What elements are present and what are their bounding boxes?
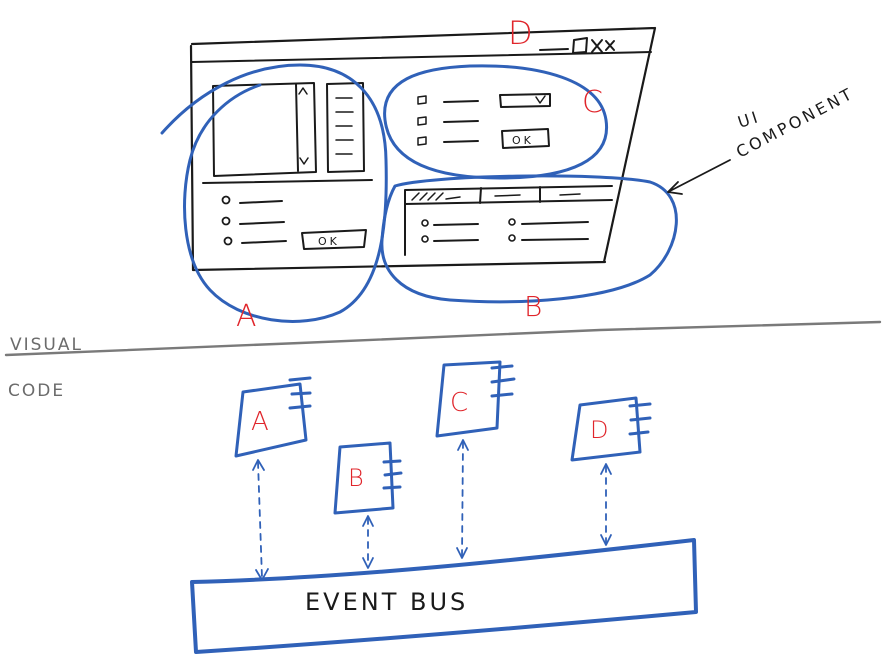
region-d-label: D — [508, 14, 533, 52]
visual-label: VISUAL — [10, 335, 83, 355]
section-divider — [4, 320, 882, 357]
window-mockup: OK OK — [189, 26, 657, 272]
ui-component-line1: UI — [735, 107, 762, 132]
bus-connectors — [252, 439, 612, 581]
region-a-outline — [160, 63, 388, 323]
component-b-box: B — [333, 441, 403, 515]
panel-c-controls: OK — [417, 93, 551, 149]
event-bus-label: EVENT BUS — [305, 588, 468, 616]
ok-button-a-label: OK — [318, 235, 340, 248]
component-d-box: D — [570, 396, 652, 462]
event-bus: EVENT BUS — [190, 538, 698, 654]
window-controls — [539, 37, 615, 54]
region-c-outline — [383, 64, 609, 180]
component-a-label: A — [251, 407, 269, 437]
component-b-label: B — [348, 464, 364, 492]
component-c-box: C — [435, 360, 516, 438]
region-b-label: B — [524, 290, 542, 323]
panel-b-grid — [404, 185, 613, 256]
region-b-outline — [380, 174, 678, 304]
ok-button-c-label: OK — [512, 134, 534, 147]
component-c-label: C — [450, 388, 468, 418]
ui-component-annotation: UI COMPONENT — [667, 83, 857, 195]
region-a-label: A — [236, 299, 257, 334]
code-label: CODE — [8, 381, 65, 401]
region-c-label: C — [582, 85, 603, 120]
component-a-box: A — [234, 376, 312, 458]
component-d-label: D — [590, 416, 608, 444]
